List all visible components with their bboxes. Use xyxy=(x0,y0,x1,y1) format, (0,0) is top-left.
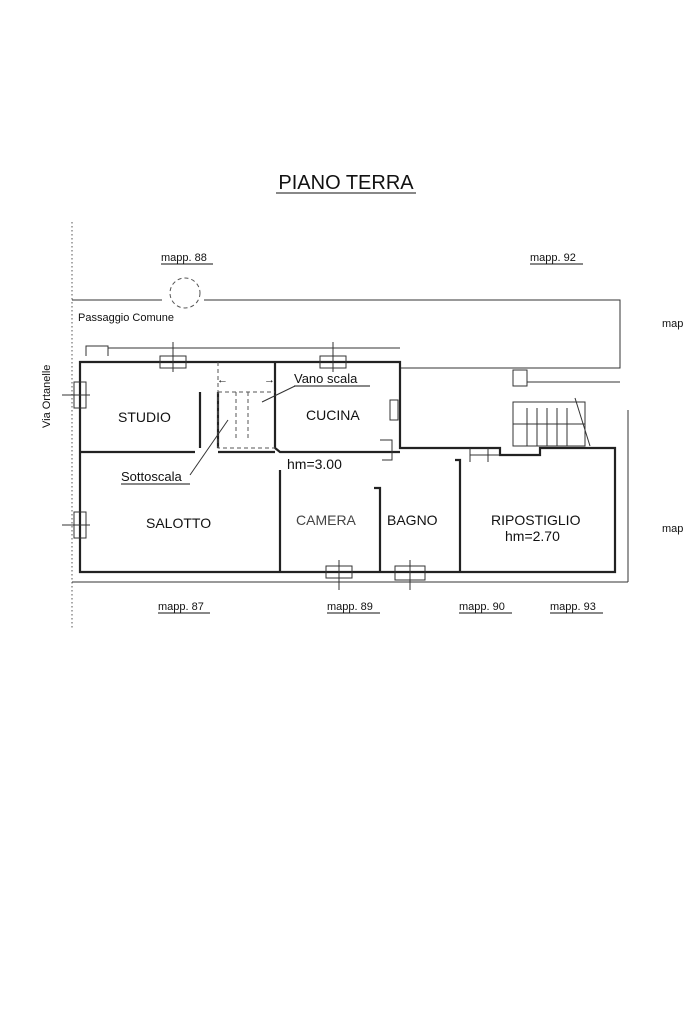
room-bagno: BAGNO xyxy=(387,512,438,528)
window-left-studio xyxy=(62,381,90,409)
passage-boundary xyxy=(72,299,621,369)
well-symbol xyxy=(169,277,201,309)
door-ripostiglio xyxy=(469,448,500,462)
stair-arrow-right: → xyxy=(264,374,275,386)
parcel-top-left: mapp. 88 xyxy=(161,252,207,264)
yard-element xyxy=(512,369,528,387)
wall-bagno-ripostiglio xyxy=(455,458,462,572)
sottoscala-label: Sottoscala xyxy=(121,469,182,484)
window-studio xyxy=(159,342,187,372)
sottoscala-leader xyxy=(189,419,229,476)
parcel-bottom-4: mapp. 93 xyxy=(550,601,596,613)
parcel-bottom-3: mapp. 90 xyxy=(459,601,505,613)
window-bagno xyxy=(394,560,426,590)
main-height: hm=3.00 xyxy=(287,456,342,472)
room-studio: STUDIO xyxy=(118,409,171,425)
wall-studio-stair xyxy=(198,392,220,448)
stair-arrow-left: ← xyxy=(217,374,228,386)
vano-scala-label: Vano scala xyxy=(294,371,358,386)
passage-inner-line xyxy=(85,345,400,356)
plan-title: PIANO TERRA xyxy=(278,172,414,194)
room-cucina: CUCINA xyxy=(306,407,360,423)
room-ripostiglio: RIPOSTIGLIO xyxy=(491,512,581,528)
passage-label: Passaggio Comune xyxy=(78,312,174,324)
door-cucina-right xyxy=(380,399,399,461)
street-label: Via Ortanelle xyxy=(41,365,53,428)
window-left-salotto xyxy=(62,511,90,539)
parcel-right-bottom: map xyxy=(662,523,683,535)
ripostiglio-height: hm=2.70 xyxy=(505,528,560,544)
wall-stair-cucina xyxy=(273,362,400,454)
stair-dashed-outline xyxy=(217,362,275,449)
window-cucina xyxy=(319,342,347,372)
room-camera: CAMERA xyxy=(296,512,357,528)
window-camera xyxy=(325,560,353,590)
parcel-right-top: map xyxy=(662,318,683,330)
building-outer-wall xyxy=(78,360,617,574)
wall-camera-bagno xyxy=(374,486,382,572)
parcel-bottom-1: mapp. 87 xyxy=(158,601,204,613)
exterior-stair-treads xyxy=(513,397,591,447)
vano-scala-leader xyxy=(261,385,296,403)
parcel-bottom-2: mapp. 89 xyxy=(327,601,373,613)
room-salotto: SALOTTO xyxy=(146,515,211,531)
parcel-top-right: mapp. 92 xyxy=(530,252,576,264)
